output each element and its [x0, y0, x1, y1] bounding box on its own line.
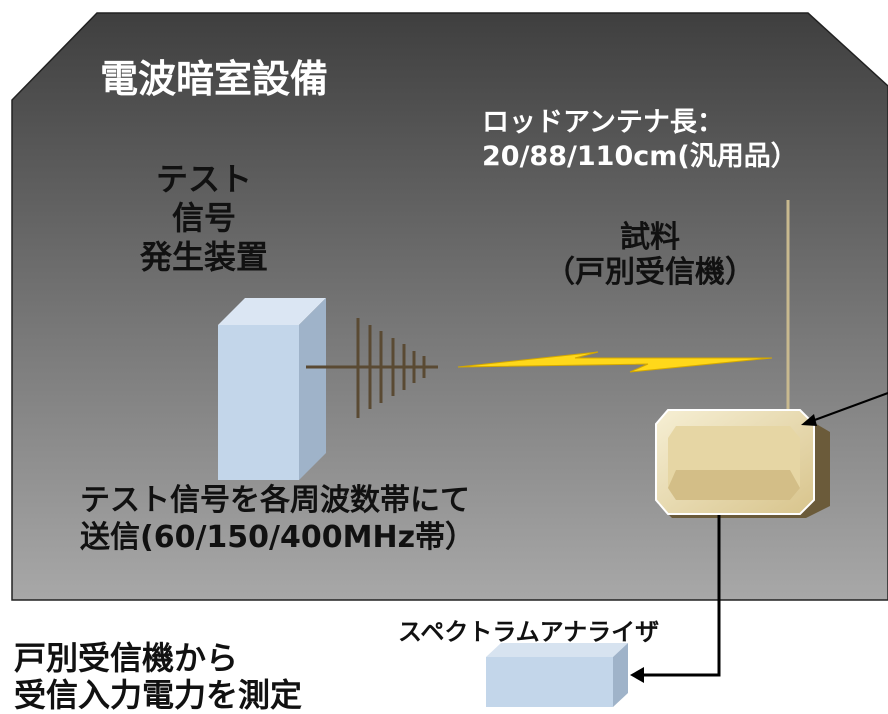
signal-generator-label: テスト 信号 発生装置	[104, 160, 304, 277]
pointer-arrow	[801, 392, 888, 426]
radio-wave-icon	[457, 351, 773, 373]
receiver-device	[655, 409, 830, 518]
rod-antenna-label-line2: 20/88/110cm(汎用品）	[482, 141, 798, 172]
spectrum-analyzer-box	[486, 643, 628, 707]
sample-label-line1: 試料	[620, 220, 680, 255]
signal-generator-label-line3: 発生装置	[139, 238, 268, 276]
measurement-label: 戸別受信機から 受信入力電力を測定	[14, 640, 302, 714]
sample-label: 試料 （戸別受信機）	[530, 220, 770, 290]
transmission-label-line2: 送信(60/150/400MHz帯）	[80, 520, 476, 555]
antenna-icon	[306, 318, 438, 418]
measurement-label-line1: 戸別受信機から	[14, 639, 239, 677]
spectrum-analyzer-label: スペクトラムアナライザ	[398, 618, 660, 646]
signal-generator-label-line1: テスト	[155, 160, 252, 198]
transmission-label-line1: テスト信号を各周波数帯にて	[80, 483, 470, 518]
cable-arrow	[630, 515, 721, 683]
room-title: 電波暗室設備	[100, 57, 329, 101]
rod-antenna-length-label: ロッドアンテナ長： 20/88/110cm(汎用品）	[482, 106, 798, 174]
rod-antenna-label-line1: ロッドアンテナ長：	[482, 107, 724, 138]
sample-label-line2: （戸別受信機）	[545, 255, 755, 290]
signal-generator-box	[218, 298, 326, 480]
measurement-label-line2: 受信入力電力を測定	[14, 676, 303, 714]
signal-generator-label-line2: 信号	[171, 199, 236, 237]
transmission-label: テスト信号を各周波数帯にて 送信(60/150/400MHz帯）	[80, 482, 475, 556]
